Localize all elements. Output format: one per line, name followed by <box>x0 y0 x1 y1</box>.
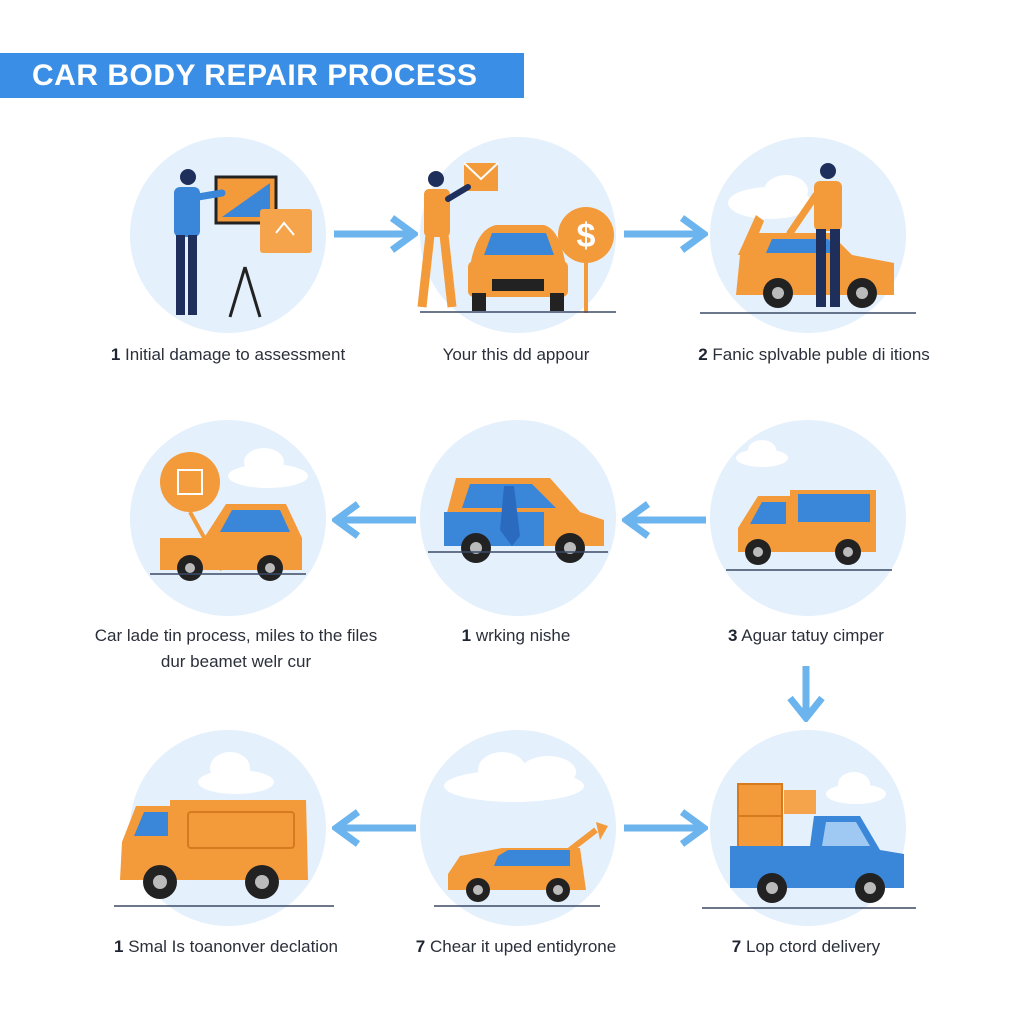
arrow-left-icon <box>332 809 416 847</box>
step-text: Chear it uped entidyrone <box>430 937 617 956</box>
step-number: 7 <box>731 937 742 956</box>
open-door-car-icon <box>428 478 608 563</box>
step-number: 3 <box>728 626 738 645</box>
arrow-right-icon <box>624 809 708 847</box>
step-number: 1 <box>114 937 124 956</box>
step-caption: Car lade tin process, miles to the files… <box>86 623 386 675</box>
step-7-illustration <box>114 730 334 926</box>
mechanic-car-icon: $ <box>417 162 616 313</box>
step-caption: 7 Chear it uped entidyrone <box>366 934 666 960</box>
step-number: 2 <box>698 345 708 364</box>
step-3-illustration <box>700 137 916 333</box>
step-caption: 2 Fanic splvable puble di itions <box>664 342 964 368</box>
step-caption: Your this dd appour <box>366 342 666 368</box>
step-text: Fanic splvable puble di itions <box>712 345 930 364</box>
arrow-right-icon <box>334 215 418 253</box>
step-text: Smal Is toanonver declation <box>128 937 338 956</box>
step-4-illustration <box>130 420 326 616</box>
step-caption: 1 wrking nishe <box>366 623 666 649</box>
step-5-illustration <box>420 420 616 616</box>
step-text: Your this dd appour <box>442 345 590 364</box>
step-text: Car lade tin process, miles to the files… <box>94 626 378 671</box>
step-2-illustration: $ <box>417 137 616 333</box>
arrow-left-icon <box>622 501 706 539</box>
open-hood-icon <box>700 163 916 314</box>
page-title: CAR BODY REPAIR PROCESS <box>0 53 524 98</box>
assessment-board-icon <box>174 169 312 318</box>
car-sign-icon <box>150 448 308 581</box>
arrow-left-icon <box>332 501 416 539</box>
arrow-right-icon <box>624 215 708 253</box>
hatchback-icon <box>434 752 608 907</box>
step-text: Lop ctord delivery <box>746 937 881 956</box>
step-6-illustration <box>710 420 906 616</box>
arrow-down-icon <box>787 666 825 722</box>
pickup-delivery-icon <box>702 772 916 909</box>
step-caption: 1 Initial damage to assessment <box>78 342 378 368</box>
cargo-van-icon <box>114 752 334 907</box>
step-text: Aguar tatuy cimper <box>741 626 884 645</box>
step-8-illustration <box>420 730 616 926</box>
step-9-illustration <box>702 730 916 926</box>
step-text: Initial damage to assessment <box>125 345 346 364</box>
svg-text:$: $ <box>577 217 596 255</box>
step-number: 1 <box>110 345 121 364</box>
step-text: wrking nishe <box>475 626 571 645</box>
step-number: 1 <box>461 626 472 645</box>
step-caption: 3 Aguar tatuy cimper <box>656 623 956 649</box>
step-number: 7 <box>415 937 426 956</box>
step-1-illustration <box>130 137 326 333</box>
van-icon <box>726 440 892 571</box>
step-caption: 1 Smal Is toanonver declation <box>76 934 376 960</box>
step-caption: 7 Lop ctord delivery <box>656 934 956 960</box>
